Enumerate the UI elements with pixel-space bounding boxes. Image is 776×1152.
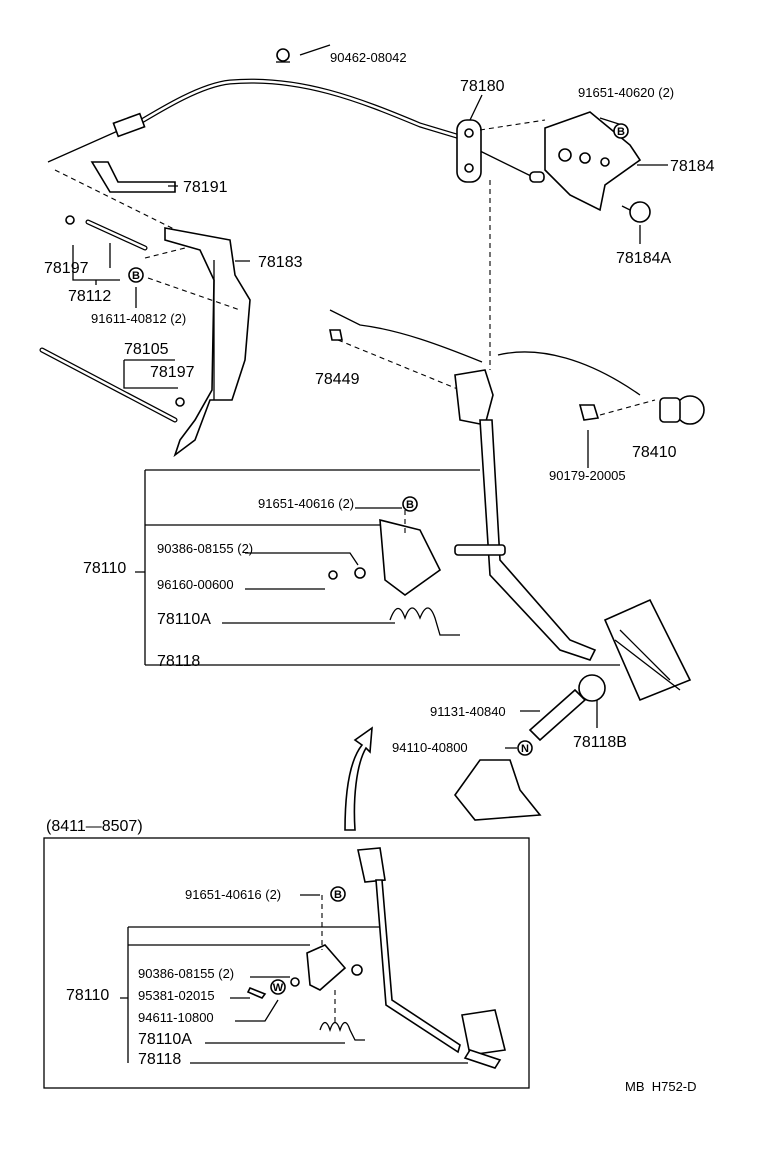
label-78112: 78112 [68,288,111,305]
pedal-pad [603,598,692,702]
label-78197: 78197 [44,260,89,277]
label-78110: 78110 [83,560,126,577]
label-78449: 78449 [315,371,360,388]
clip-78197b [175,397,185,407]
rod-78112 [85,219,148,251]
label-90179: 90179-20005 [549,468,626,483]
label-78105: 78105 [124,341,169,358]
inset-title: (8411—8507) [46,818,143,835]
inset-pedal [246,847,506,1069]
svg-text:B: B [334,889,342,901]
clip-96160 [328,570,338,580]
stopper-78184A [621,201,651,223]
clip-78197 [65,215,75,225]
bracket-78191 [90,161,176,193]
svg-text:N: N [521,743,529,755]
label-90462: 90462-08042 [330,50,407,65]
stopper-bolt [528,674,606,742]
label-94110: 94110-40800 [392,740,468,755]
cable-78410 [497,351,641,396]
svg-text:B: B [132,270,140,282]
diagram-code: MB H752-D [625,1079,697,1094]
label-90386: 90386-08155 (2) [157,541,253,556]
clip-90462 [276,48,290,63]
label-78183: 78183 [258,254,303,271]
label-78118B: 78118B [573,734,627,751]
marker-b-3: B [402,496,418,512]
marker-b-inset: B [330,886,346,902]
label-91611: 91611-40812 (2) [91,311,186,326]
clip-78449 [329,329,343,341]
floor-mount [453,759,542,821]
label-78191: 78191 [183,179,228,196]
rod-78105 [39,347,178,423]
label-91651-40616: 91651-40616 (2) [258,496,354,511]
svg-text:B: B [617,126,625,138]
accelerator-cable [47,78,545,183]
label-78197b: 78197 [150,364,195,381]
inset-frame [43,837,530,1089]
knob-78410 [659,395,705,425]
spring-78110A [389,607,460,636]
label-91131: 91131-40840 [430,704,506,719]
marker-w-inset: W [270,979,286,995]
inset-label-94611: 94611-10800 [138,1010,214,1025]
marker-b-1: B [613,123,629,139]
label-78184: 78184 [670,158,715,175]
arrow-icon [344,726,373,831]
inset-label-95381: 95381-02015 [138,988,215,1003]
inset-label-90386: 90386-08155 (2) [138,966,234,981]
inset-label-78110: 78110 [66,987,109,1004]
marker-n: N [517,740,533,756]
label-91651-40620: 91651-40620 (2) [578,85,674,100]
marker-b-2: B [128,267,144,283]
bushing-90386 [354,567,366,579]
label-78184A: 78184A [616,250,671,267]
label-78180: 78180 [460,78,505,95]
label-78410: 78410 [632,444,677,461]
svg-text:W: W [273,982,284,994]
label-78110A: 78110A [157,611,211,628]
svg-text:B: B [406,499,414,511]
inset-label-91651: 91651-40616 (2) [185,887,281,902]
pedal-arm-78118 [454,369,597,661]
pedal-bracket-78110 [379,518,506,596]
inset-label-78110A: 78110A [138,1031,192,1048]
nut-90179 [578,404,600,421]
cable-bracket-78180 [456,119,482,183]
cable-78449 [329,309,483,363]
lever-78183 [164,227,251,458]
inset-label-78118: 78118 [138,1051,181,1068]
label-96160: 96160-00600 [157,577,234,592]
label-78118: 78118 [157,653,200,670]
